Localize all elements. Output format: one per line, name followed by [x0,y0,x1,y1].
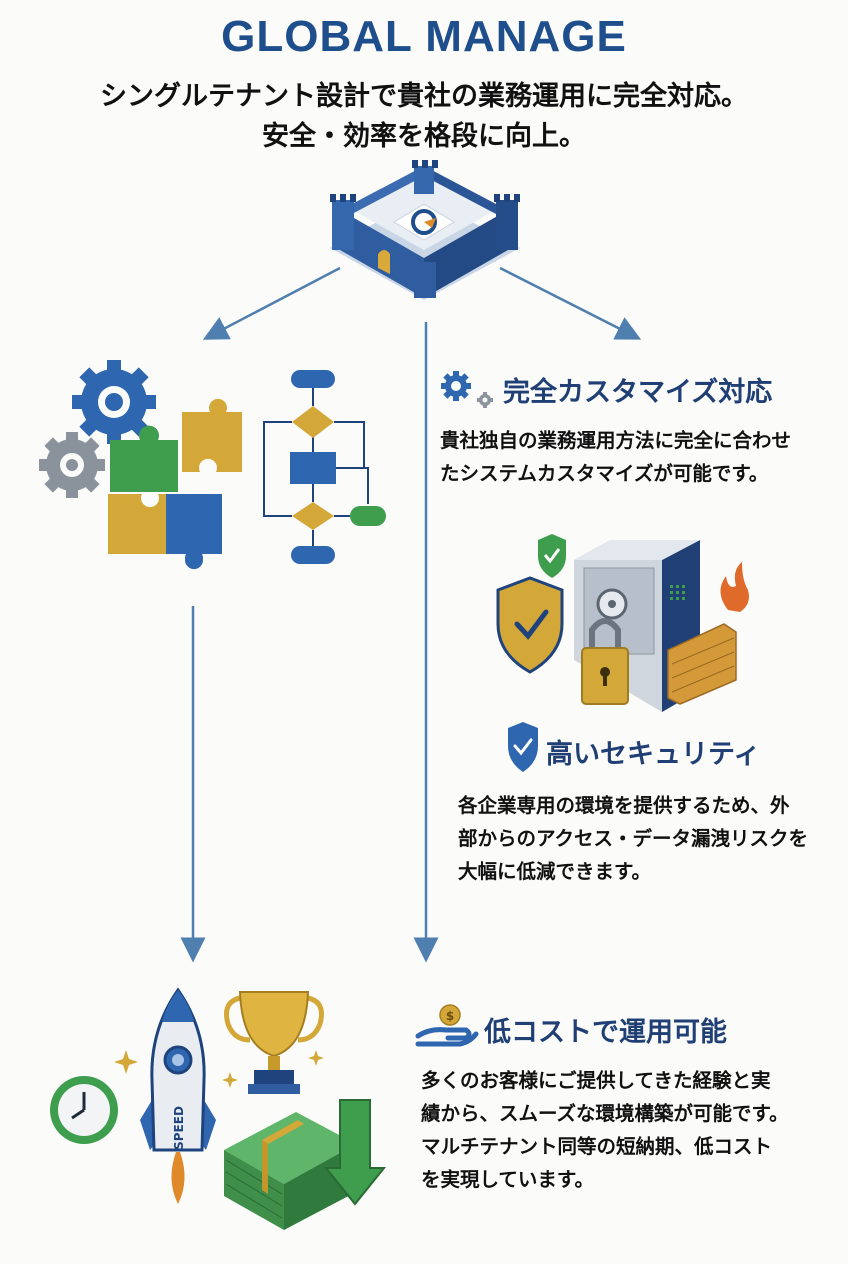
section-line: たシステムカスタマイズが可能です。 [440,462,769,485]
section-body-cost: 多くのお客様にご提供してきた経験と実 績から、スムーズな環境構築が可能です。 マ… [421,1064,789,1196]
section-line: 部からのアクセス・データ漏洩リスクを [458,827,809,850]
cost-down-arrow-icon [323,1099,387,1206]
rocket-icon [140,987,216,1204]
section-line: 績から、スムーズな環境構築が可能です。 [421,1102,789,1125]
section-title-cost: 低コストで運用可能 [484,1017,727,1048]
section-line: 多くのお客様にご提供してきた経験と実 [421,1069,771,1092]
section-body-customize: 貴社独自の業務運用方法に完全に合わせ たシステムカスタマイズが可能です。 [440,424,791,490]
subtitle-line-2: 安全・効率を格段に向上。 [262,121,586,152]
page-title: GLOBAL MANAGE [221,12,627,61]
section-line: 貴社独自の業務運用方法に完全に合わせ [440,429,792,452]
money-stack-icon [224,1112,356,1230]
section-title-customize: 完全カスタマイズ対応 [503,377,773,408]
rocket-label: SPEED [172,1106,186,1150]
svg-text:$: $ [446,1009,454,1023]
section-line: マルチテナント同等の短納期、低コスト [421,1135,773,1158]
subtitle-line-1: シングルテナント設計で貴社の業務運用に完全対応。 [100,81,748,112]
section-line: 大幅に低減できます。 [458,860,652,883]
trophy-icon [224,991,324,1094]
section-title-security: 高いセキュリティ [546,739,761,770]
section-line: 各企業専用の環境を提供するため、外 [458,794,790,817]
arrow-right [499,266,642,340]
section-line: を実現しています。 [421,1168,594,1191]
section-body-security: 各企業専用の環境を提供するため、外 部からのアクセス・データ漏洩リスクを 大幅に… [458,789,808,888]
arrow-left [202,266,341,340]
clock-icon [50,1076,118,1144]
puzzle-icon [108,398,242,570]
